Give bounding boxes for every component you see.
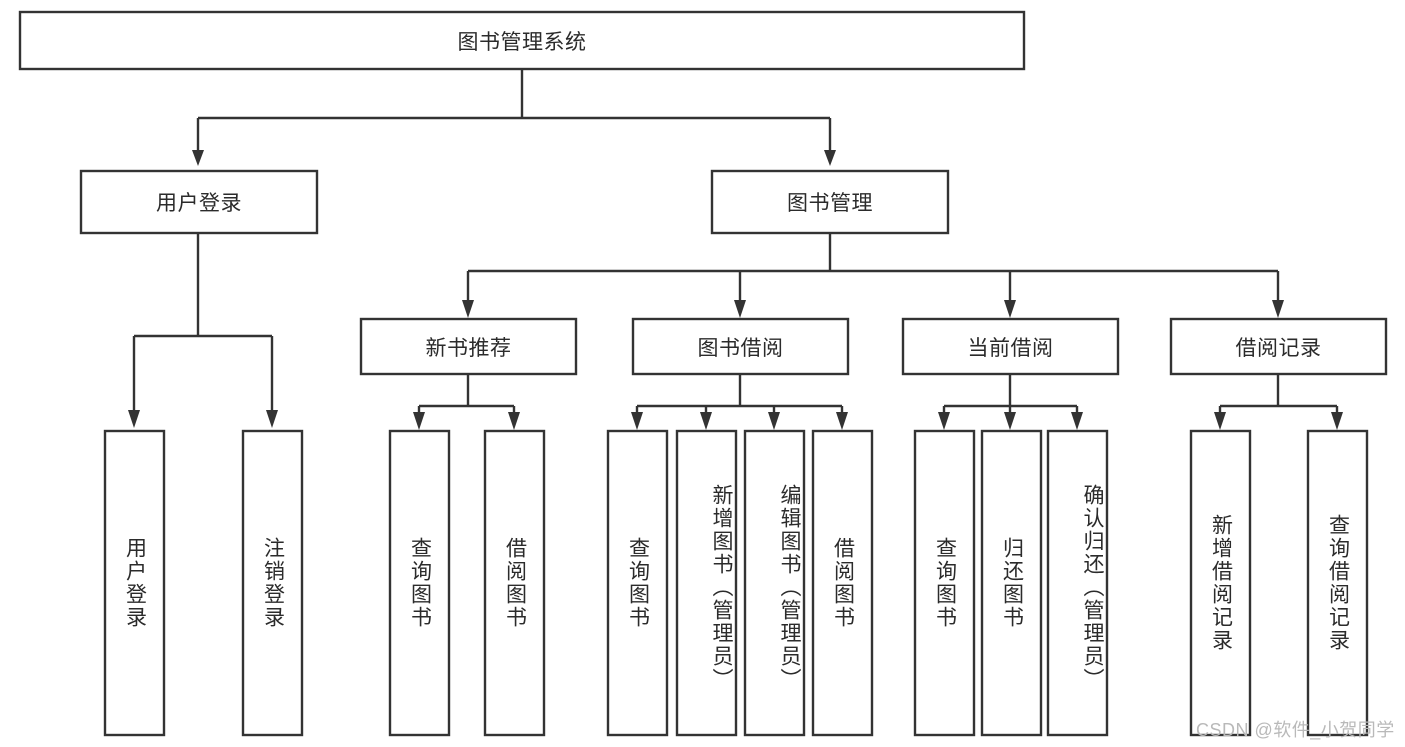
leaf-box-user-login-1[interactable] xyxy=(241,429,304,737)
node-box-borrow-record[interactable] xyxy=(1169,317,1388,376)
connector-book-borrow-to-leaves xyxy=(631,374,848,430)
node-box-book-manage[interactable] xyxy=(710,169,950,235)
leaf-box-current-borrow-0[interactable] xyxy=(913,429,976,737)
leaf-box-user-login-0[interactable] xyxy=(103,429,166,737)
connector-current-borrow-to-leaves xyxy=(938,374,1083,430)
leaf-box-new-book-1[interactable] xyxy=(483,429,546,737)
csdn-watermark: CSDN @软件_小贺同学 xyxy=(1196,720,1395,740)
connector-book-manage-to-level3 xyxy=(462,233,1284,318)
connector-new-book-to-leaves xyxy=(413,374,520,430)
leaf-box-book-borrow-3[interactable] xyxy=(811,429,874,737)
node-box-current-borrow[interactable] xyxy=(901,317,1120,376)
node-box-root[interactable] xyxy=(18,10,1026,71)
leaf-box-new-book-0[interactable] xyxy=(388,429,451,737)
node-box-user-login[interactable] xyxy=(79,169,319,235)
leaf-box-borrow-record-1[interactable] xyxy=(1306,429,1369,737)
connector-user-login-to-leaves xyxy=(128,233,278,428)
leaf-box-current-borrow-1[interactable] xyxy=(980,429,1043,737)
leaf-box-borrow-record-0[interactable] xyxy=(1189,429,1252,737)
connector-root-to-level2 xyxy=(192,69,836,166)
leaf-box-book-borrow-0[interactable] xyxy=(606,429,669,737)
leaf-box-book-borrow-1[interactable] xyxy=(675,429,738,737)
leaf-box-book-borrow-2[interactable] xyxy=(743,429,806,737)
node-box-book-borrow[interactable] xyxy=(631,317,850,376)
node-box-new-book-recommend[interactable] xyxy=(359,317,578,376)
leaf-box-current-borrow-2[interactable] xyxy=(1046,429,1109,737)
connector-borrow-record-to-leaves xyxy=(1214,374,1343,430)
